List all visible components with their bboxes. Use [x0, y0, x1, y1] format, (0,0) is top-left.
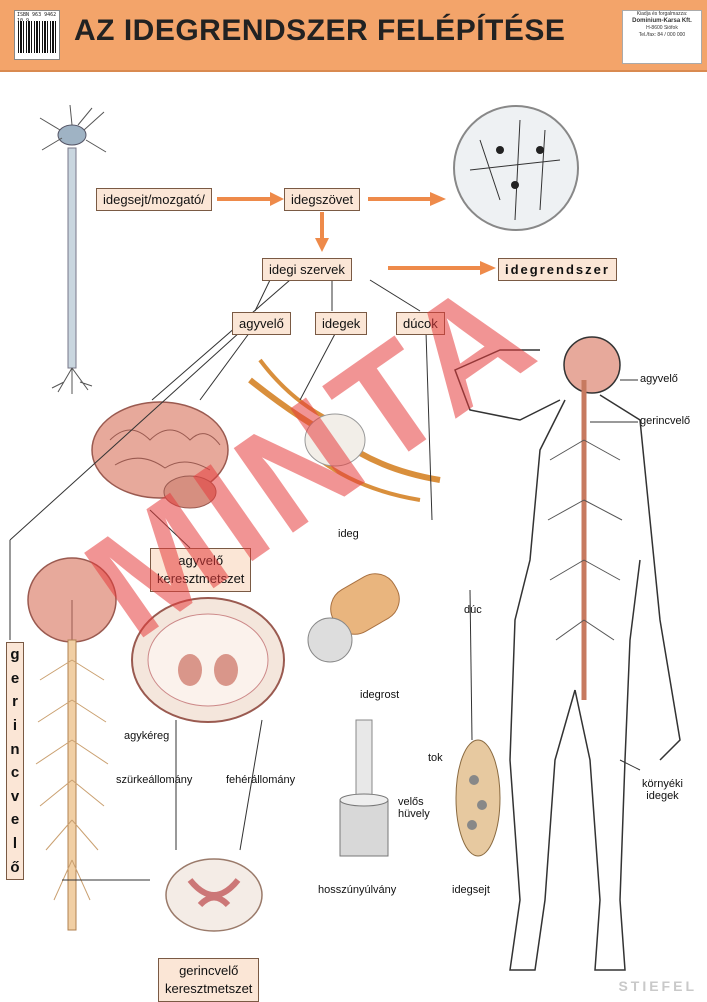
publisher-line1: Kiadja és forgalmazza:	[636, 11, 688, 17]
annotation-myelin-line2: hüvely	[398, 808, 430, 820]
vertical-letter: r	[12, 693, 18, 711]
barcode: ISBN 963 9462 10 9	[14, 10, 60, 60]
flow-arrows	[217, 192, 496, 275]
label-brain-section-line1: agyvelő	[178, 553, 224, 568]
label-brain-section-line2: keresztmetszet	[157, 571, 245, 586]
label-nerve-tissue: idegszövet	[284, 188, 361, 211]
annotation-axon: hosszúnyúlvány	[318, 884, 397, 896]
nerve-fiber-illustration	[307, 573, 400, 663]
neuron-illustration	[39, 104, 107, 394]
annotation-nerve-fiber: idegrost	[360, 689, 400, 701]
annotation-body-spinal: gerincvelő	[640, 415, 691, 427]
label-spinal-cord-vertical: g e r i n c v e l ő	[6, 642, 24, 880]
brain-section-illustration	[131, 597, 285, 723]
label-brain: agyvelő	[232, 312, 291, 335]
annotation-grey-matter: szürkeállomány	[116, 774, 193, 786]
label-nervous-system: idegrendszer	[498, 258, 617, 281]
annotation-nerve: ideg	[338, 528, 359, 540]
spinal-section-illustration	[165, 858, 263, 932]
vertical-letter: e	[10, 669, 20, 687]
publisher-name: Dominium-Karsa Kft.	[632, 18, 692, 24]
vertical-letter: e	[10, 811, 20, 829]
annotation-capsule: tok	[428, 752, 443, 764]
annotation-peripheral: környéki idegek	[642, 778, 683, 802]
human-body-illustration	[454, 336, 681, 971]
publisher-line2: H-8600 Siófok	[646, 25, 678, 31]
annotation-peripheral-line2: idegek	[646, 790, 679, 802]
label-brain-section: agyvelő keresztmetszet	[150, 548, 252, 592]
annotation-nerve-cell: idegsejt	[452, 884, 490, 896]
annotation-myelin-line1: velős	[398, 796, 424, 808]
label-spinal-section-line1: gerincvelő	[179, 963, 239, 978]
annotation-myelin: velős hüvely	[398, 796, 430, 820]
vertical-letter: n	[10, 740, 20, 758]
vertical-letter: c	[10, 764, 20, 782]
label-spinal-section-line2: keresztmetszet	[165, 981, 253, 996]
ganglion-illustration	[455, 739, 501, 857]
vertical-letter: ő	[10, 858, 20, 876]
nerve-tissue-illustration	[453, 105, 579, 231]
vertical-letter: g	[10, 646, 20, 664]
vertical-letter: v	[10, 787, 20, 805]
brain-spinal-illustration	[27, 557, 117, 931]
nerve-segment-illustration	[248, 358, 441, 502]
connector-lines	[9, 279, 641, 881]
label-ganglia: dúcok	[396, 312, 445, 335]
annotation-peripheral-line1: környéki	[642, 778, 683, 790]
label-motor-neuron: idegsejt/mozgató/	[96, 188, 212, 211]
publisher-line3: Tel./fax: 84 / 000 000	[638, 32, 686, 38]
publisher-box: Kiadja és forgalmazza: Dominium-Karsa Kf…	[622, 10, 702, 64]
label-nerve-organs: idegi szervek	[262, 258, 352, 281]
vertical-letter: i	[12, 717, 18, 735]
vertical-letter: l	[12, 835, 18, 853]
annotation-cortex: agykéreg	[124, 730, 170, 742]
label-spinal-section: gerincvelő keresztmetszet	[158, 958, 260, 1002]
header-bar: ISBN 963 9462 10 9 AZ IDEGRENDSZER FELÉP…	[0, 0, 707, 72]
barcode-bars	[18, 21, 56, 53]
annotation-body-brain: agyvelő	[640, 373, 678, 385]
page-title: AZ IDEGRENDSZER FELÉPÍTÉSE	[74, 14, 566, 47]
annotation-ganglion: dúc	[464, 604, 482, 616]
annotation-white-matter: fehérállomány	[226, 774, 296, 786]
axon-illustration	[339, 719, 389, 857]
brain-illustration	[91, 401, 229, 509]
footer-brand: STIEFEL	[618, 978, 697, 994]
label-nerves: idegek	[315, 312, 368, 335]
